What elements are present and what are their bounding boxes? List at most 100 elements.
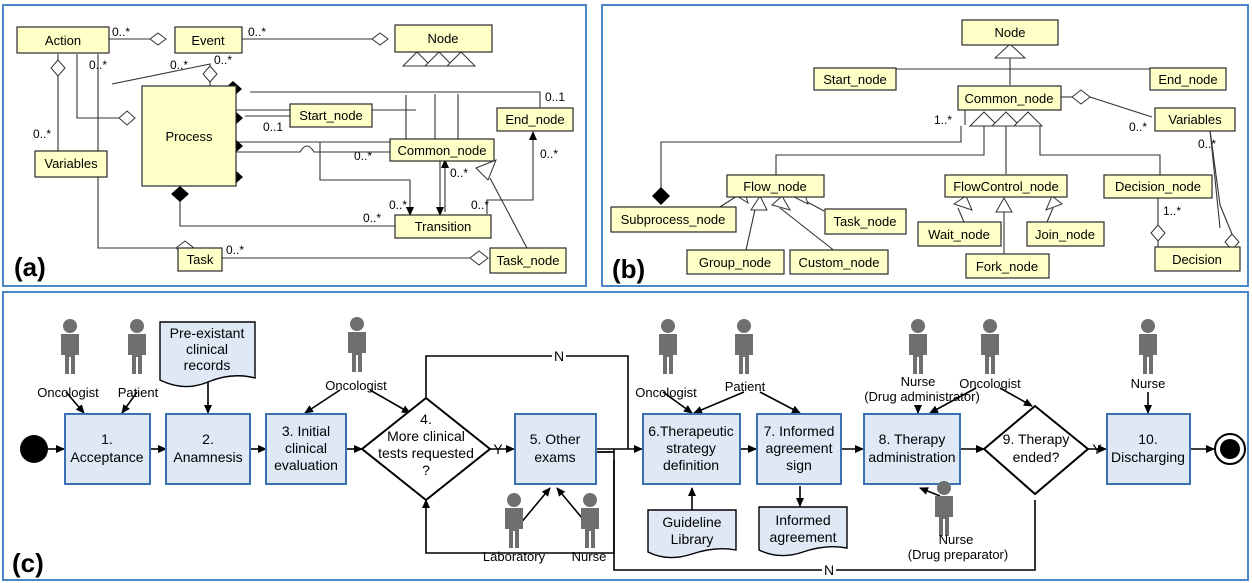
panel-c-label: (c) (12, 548, 44, 578)
person-icon (981, 319, 999, 374)
step-9-decision-therapy-ended: 9. Therapy ended? (982, 404, 1090, 496)
class-start-node: Start_node (289, 103, 373, 128)
doc-library-line: Guideline (662, 514, 721, 530)
panel-b-label: (b) (612, 254, 645, 284)
step-4-line: 4. (420, 411, 432, 427)
step-10-discharging: 10. Discharging (1106, 413, 1191, 485)
mult-label: 0..* (363, 211, 381, 225)
b-class-end-node: End_node (1149, 67, 1227, 91)
b-class-variables: Variables (1154, 107, 1236, 132)
b-class-variables-label: Variables (1168, 112, 1222, 127)
class-common-node-label: Common_node (398, 143, 487, 158)
actor-label: Patient (725, 379, 766, 394)
mult-label: 0..* (354, 149, 372, 163)
doc-records-line: records (184, 357, 231, 373)
mult-label: 1..* (934, 113, 952, 127)
class-start-node-label: Start_node (299, 108, 363, 123)
step-8-line: administration (868, 449, 955, 465)
b-class-decision-node-label: Decision_node (1115, 179, 1201, 194)
actor-label: (Drug administrator) (864, 389, 980, 404)
step-5-line: 5. Other (530, 431, 581, 447)
panel-a: Action Event Node Process Variables Star… (2, 4, 587, 287)
mult-label: 0..* (89, 58, 107, 72)
mult-label: 0..* (170, 58, 188, 72)
actor-label: Oncologist (959, 376, 1021, 391)
step-9-line: 9. Therapy (1003, 431, 1070, 447)
step-4-decision-tests: 4. More clinical tests requested ? (360, 396, 492, 502)
b-class-wait-node: Wait_node (917, 221, 1002, 247)
mult-label: 0..* (389, 198, 407, 212)
actor-label: Oncologist (37, 385, 99, 400)
b-class-wait-node-label: Wait_node (928, 227, 990, 242)
doc-guideline-library: Guideline Library (647, 509, 737, 559)
panel-c-frame (2, 291, 1249, 581)
person-icon (505, 493, 523, 548)
panel-b: Node Start_node End_node Common_node Var… (601, 4, 1249, 287)
doc-preexisting-records: Pre-existant clinical records (159, 321, 256, 388)
b-class-flow-node: Flow_node (726, 174, 825, 198)
step-7-informed-agreement: 7. Informed agreement sign (756, 413, 842, 485)
step-3-line: evaluation (274, 457, 338, 473)
mult-label: 0..* (248, 25, 266, 39)
step-6-line: strategy (666, 440, 716, 456)
panel-b-frame (601, 4, 1249, 287)
b-class-start-node: Start_node (813, 67, 897, 91)
branch-no-label: N (554, 348, 564, 364)
class-end-node: End_node (496, 107, 574, 132)
step-4-line: More clinical (387, 428, 465, 444)
step-3-initial-evaluation: 3. Initial clinical evaluation (265, 413, 347, 485)
class-task-node-label: Task_node (497, 253, 560, 268)
person-icon (659, 319, 677, 374)
b-class-flowcontrol-node-label: FlowControl_node (953, 179, 1059, 194)
class-task-node: Task_node (489, 247, 567, 274)
class-variables-label: Variables (44, 156, 98, 171)
class-action-label: Action (45, 33, 81, 48)
doc-agreement-line: agreement (770, 529, 837, 545)
step-9-line: ended? (1013, 449, 1060, 465)
doc-informed-agreement: Informed agreement (758, 506, 848, 557)
actor-label: Oncologist (635, 385, 697, 400)
b-class-decision-label: Decision (1172, 252, 1222, 267)
mult-label: 0..1 (545, 90, 565, 104)
panel-a-frame (2, 4, 587, 287)
b-class-flow-node-label: Flow_node (743, 179, 807, 194)
b-class-node-label: Node (994, 25, 1025, 40)
b-class-group-node-label: Group_node (699, 255, 771, 270)
b-class-fork-node-label: Fork_node (976, 259, 1038, 274)
branch-yes-label: Y (1092, 441, 1102, 457)
person-icon (128, 319, 146, 374)
b-class-decision: Decision (1154, 246, 1241, 272)
step-5-line: exams (534, 449, 575, 465)
step-3-line: 3. Initial (282, 423, 330, 439)
actor-label: Oncologist (325, 378, 387, 393)
class-task-label: Task (187, 252, 214, 267)
step-7-line: agreement (766, 440, 833, 456)
doc-agreement-line: Informed (775, 512, 830, 528)
class-node-label: Node (427, 31, 458, 46)
b-class-custom-node: Custom_node (789, 249, 889, 275)
step-5-other-exams: 5. Other exams (514, 413, 597, 485)
panel-a-label: (a) (14, 252, 46, 282)
b-class-task-node-label: Task_node (834, 214, 897, 229)
actor-label: Nurse (901, 374, 936, 389)
person-icon (61, 319, 79, 374)
person-icon (735, 319, 753, 374)
step-6-line: 6.Therapeutic (648, 423, 734, 439)
mult-label: 0..* (226, 243, 244, 257)
step-2-line: 2. (202, 431, 214, 447)
class-event-label: Event (191, 33, 225, 48)
doc-records-line: Pre-existant (170, 325, 245, 341)
class-transition: Transition (394, 214, 492, 239)
b-class-subprocess-node-label: Subprocess_node (621, 212, 726, 227)
step-7-line: sign (786, 457, 812, 473)
actor-label: Laboratory (483, 549, 546, 564)
class-node: Node (394, 24, 493, 53)
b-class-fork-node: Fork_node (965, 253, 1050, 279)
step-8-line: 8. Therapy (879, 431, 946, 447)
person-icon (348, 317, 366, 372)
class-variables: Variables (34, 150, 108, 178)
b-class-node: Node (961, 19, 1059, 46)
b-class-subprocess-node: Subprocess_node (610, 206, 737, 233)
step-1-acceptance: 1. Acceptance (64, 413, 151, 485)
